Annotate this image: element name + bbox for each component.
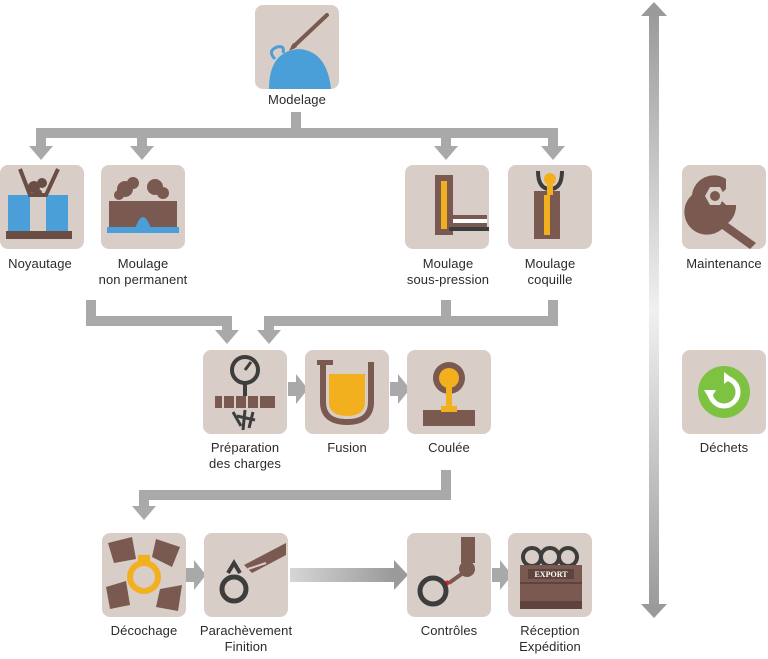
- fusion-tile[interactable]: [305, 350, 389, 434]
- pouring-icon: [407, 350, 491, 434]
- moulage-coquille-label: Moulage coquille: [524, 256, 576, 287]
- wrench-nut-icon: [682, 165, 766, 249]
- dechets-label: Déchets: [699, 440, 749, 455]
- dechets-tile[interactable]: [682, 350, 766, 434]
- decochage-tile[interactable]: [102, 533, 186, 617]
- controles-label: Contrôles: [420, 623, 478, 638]
- modelage-tile[interactable]: [255, 5, 339, 89]
- controles-tile[interactable]: [407, 533, 491, 617]
- scale-icon: [203, 350, 287, 434]
- pen-icon: [255, 5, 339, 89]
- crucible-icon: [305, 350, 389, 434]
- reception-tile[interactable]: EXPORT: [508, 533, 592, 617]
- sand-mold-icon: [101, 165, 185, 249]
- moulage-np-tile[interactable]: [101, 165, 185, 249]
- return-arrow: [132, 470, 451, 520]
- core-mold-icon: [0, 165, 84, 249]
- modelage-label: Modelage: [268, 92, 326, 107]
- melt-arrows: [288, 374, 410, 404]
- noyautage-label: Noyautage: [8, 256, 72, 271]
- parachevement-tile[interactable]: [204, 533, 288, 617]
- coulee-tile[interactable]: [407, 350, 491, 434]
- distribution-arrows: [29, 112, 565, 160]
- collect-arrows: [86, 300, 558, 344]
- decochage-label: Décochage: [110, 623, 178, 638]
- moulage-sp-tile[interactable]: [405, 165, 489, 249]
- support-axis: [641, 2, 667, 618]
- export-crate-icon: EXPORT: [508, 533, 592, 617]
- parachevement-label: Parachèvement Finition: [199, 623, 293, 654]
- noyautage-tile[interactable]: [0, 165, 84, 249]
- crate-text: EXPORT: [534, 570, 568, 579]
- grinder-icon: [204, 533, 288, 617]
- coulee-label: Coulée: [428, 440, 470, 455]
- moulage-sp-label: Moulage sous-pression: [406, 256, 490, 287]
- reception-label: Réception Expédition: [519, 623, 581, 654]
- die-cast-icon: [405, 165, 489, 249]
- preparation-label: Préparation des charges: [209, 440, 281, 471]
- shakeout-icon: [102, 533, 186, 617]
- maintenance-tile[interactable]: [682, 165, 766, 249]
- finishing-arrows: [186, 560, 512, 590]
- moulage-np-label: Moulage non permanent: [98, 256, 188, 287]
- recycle-icon: [682, 350, 766, 434]
- fusion-label: Fusion: [327, 440, 367, 455]
- ladle-mold-icon: [508, 165, 592, 249]
- moulage-coquille-tile[interactable]: [508, 165, 592, 249]
- preparation-tile[interactable]: [203, 350, 287, 434]
- maintenance-label: Maintenance: [686, 256, 762, 271]
- inspection-icon: [407, 533, 491, 617]
